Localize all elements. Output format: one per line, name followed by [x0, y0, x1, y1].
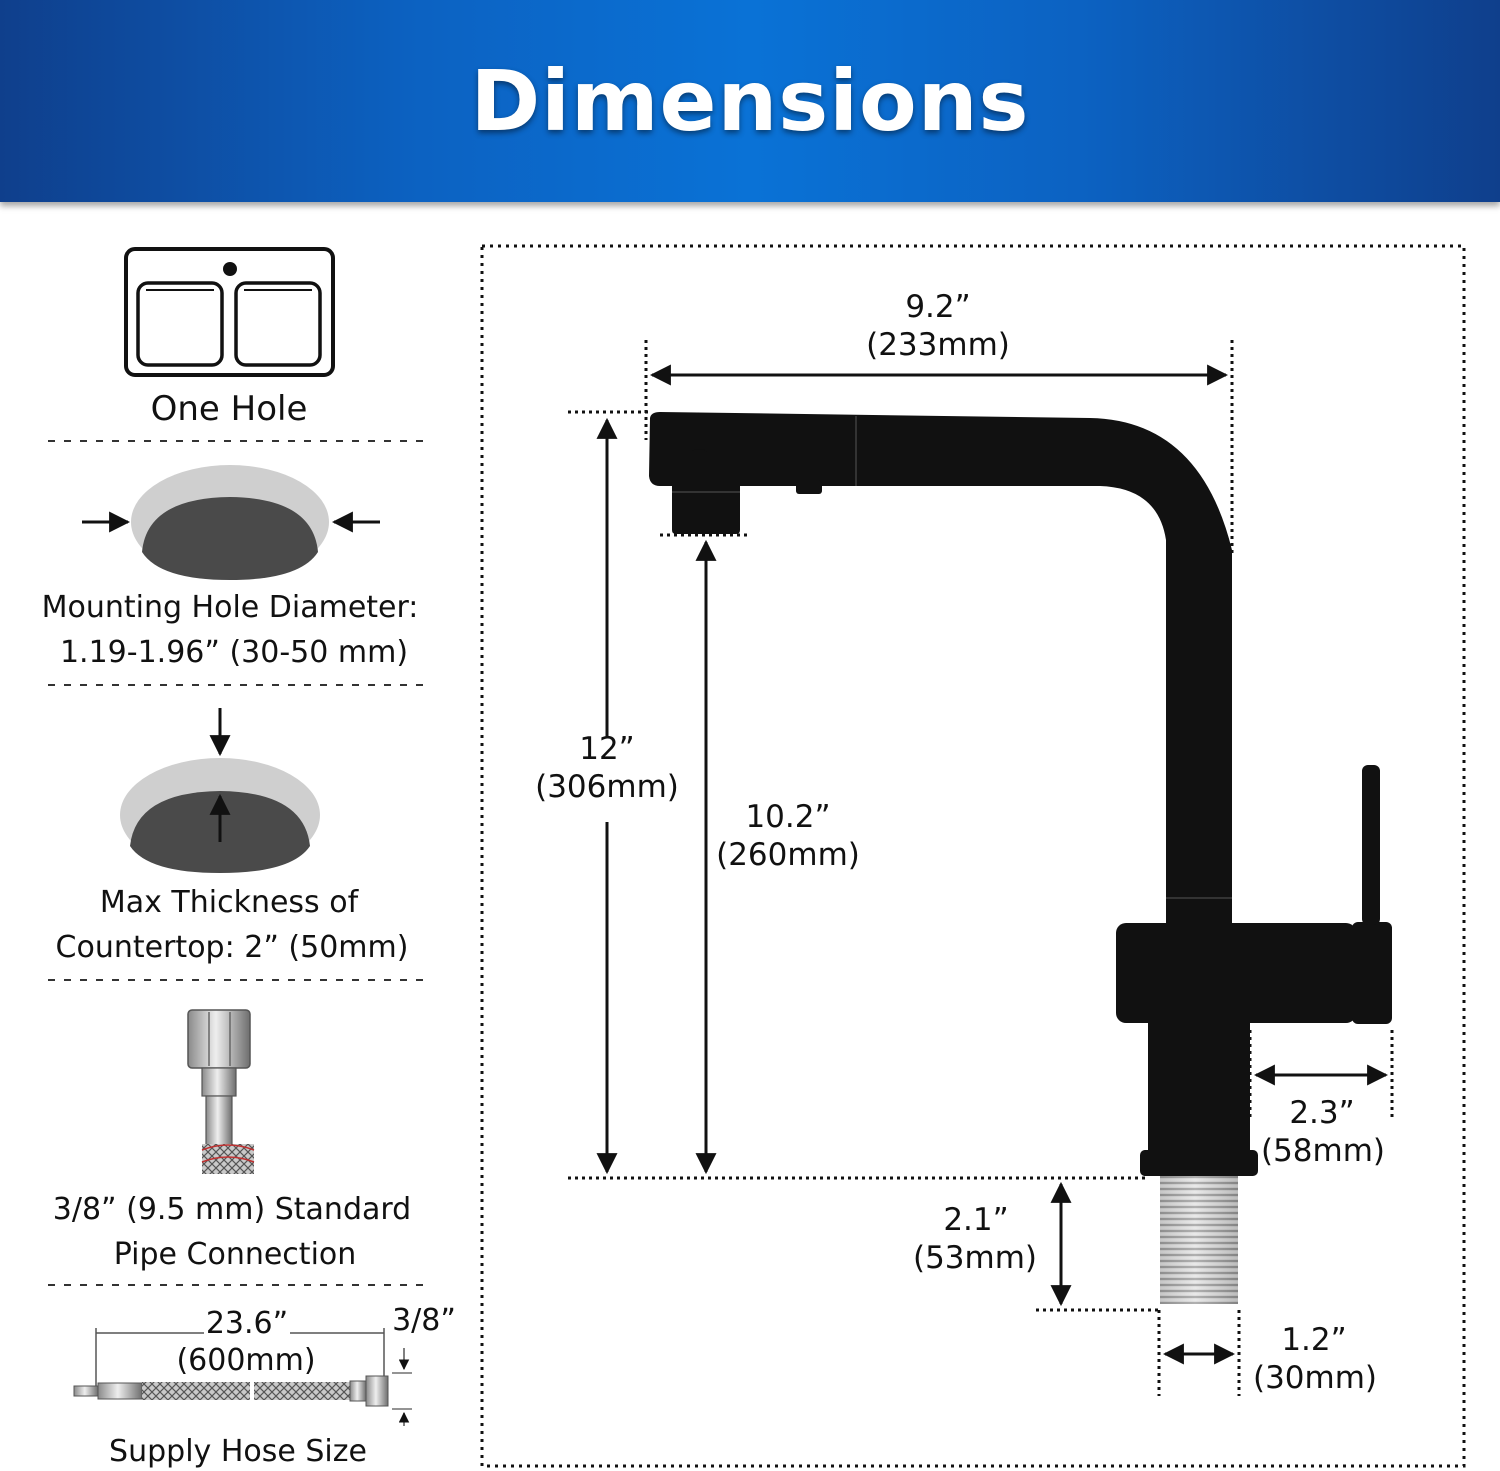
spout-reach-mm: (233mm) — [866, 327, 1010, 363]
handle-reach-mm: (58mm) — [1260, 1133, 1386, 1169]
faucet-base — [1148, 1020, 1250, 1154]
faucet-lever — [1362, 765, 1380, 925]
handle-reach-in: 2.3” — [1289, 1095, 1355, 1131]
mounting-hole-label: Mounting Hole Diameter: — [41, 590, 419, 625]
mounting-hole-icon — [82, 465, 380, 580]
faucet-handle-cap — [1352, 922, 1392, 1024]
mounting-hole-value: 1.19-1.96” (30-50 mm) — [59, 635, 409, 670]
hose-length-in: 23.6” — [205, 1306, 289, 1341]
sink-one-hole-icon — [124, 247, 335, 377]
header-banner: Dimensions — [0, 0, 1500, 202]
faucet-illustration — [649, 412, 1392, 1176]
pipe-connection-label: 3/8” (9.5 mm) Standard — [52, 1192, 412, 1227]
countertop-thickness-icon — [120, 708, 320, 873]
spout-height-in: 10.2” — [745, 799, 831, 835]
shank-length-in: 2.1” — [943, 1202, 1009, 1238]
hose-length-mm: (600mm) — [176, 1343, 316, 1378]
spout-reach-in: 9.2” — [905, 289, 971, 325]
diagram-frame — [480, 244, 1466, 1468]
hole-type-label: One Hole — [150, 389, 308, 429]
hose-caption: Supply Hose Size — [109, 1434, 367, 1469]
faucet-body — [1116, 923, 1356, 1023]
supply-hose-icon — [73, 1328, 412, 1426]
thickness-value: Countertop: 2” (50mm) — [55, 930, 409, 965]
page-title: Dimensions — [470, 52, 1030, 150]
total-height-mm: (306mm) — [535, 769, 679, 805]
shank-diameter-mm: (30mm) — [1252, 1360, 1378, 1396]
total-height-in: 12” — [579, 731, 635, 767]
thickness-label: Max Thickness of — [99, 885, 359, 920]
hose-size-label: 3/8” — [392, 1303, 456, 1338]
shank-length-mm: (53mm) — [912, 1240, 1038, 1276]
pipe-connector-icon — [187, 1009, 255, 1174]
dimension-lines — [568, 340, 1394, 1396]
spout-height-mm: (260mm) — [716, 837, 860, 873]
pipe-connection-label-2: Pipe Connection — [113, 1237, 357, 1272]
shank-diameter-in: 1.2” — [1281, 1322, 1347, 1358]
